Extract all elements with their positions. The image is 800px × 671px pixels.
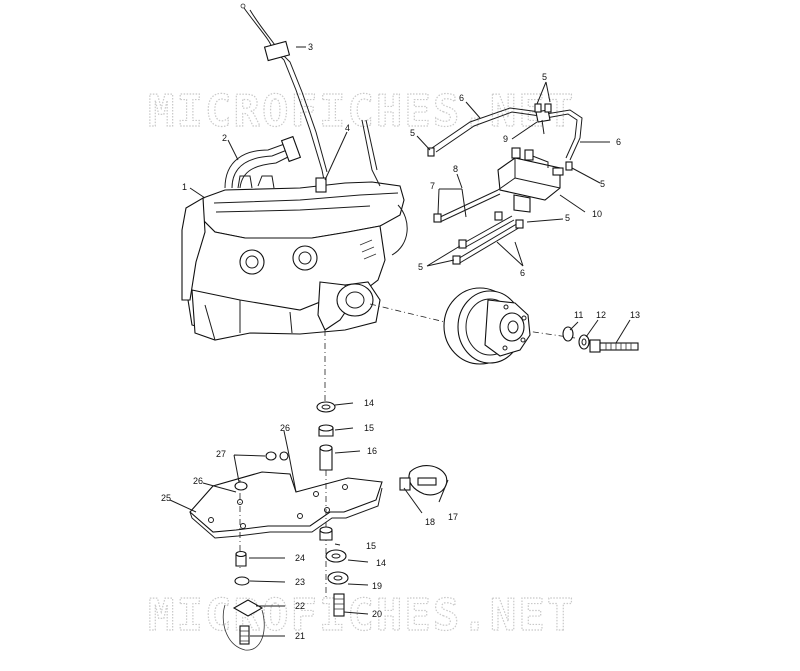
callout-6-right: 6: [616, 137, 621, 147]
callout-3: 3: [308, 42, 313, 52]
callout-27: 27: [216, 449, 226, 459]
washer-12: [578, 334, 590, 350]
callout-10: 10: [592, 209, 602, 219]
fuel-pump: [497, 147, 564, 213]
rubber-mount-14a: [316, 401, 336, 413]
callout-6-bottom: 6: [520, 268, 525, 278]
callout-13: 13: [630, 310, 640, 320]
callout-14-top: 14: [364, 398, 374, 408]
washer-19: [327, 571, 349, 585]
callout-5-mid: 5: [565, 213, 570, 223]
leader-lines: [169, 46, 631, 637]
callout-20: 20: [372, 609, 382, 619]
watermark-top: MICROFICHES.NET: [148, 86, 575, 137]
washer-11: [562, 326, 574, 342]
callout-15-bottom: 15: [366, 541, 376, 551]
callout-12: 12: [596, 310, 606, 320]
callout-14-bottom: 14: [376, 558, 386, 568]
callout-19: 19: [372, 581, 382, 591]
callout-labels: 1 2 3 4 5 6 5 9 6 8 5 7 10 5 5 6 11 12 1…: [161, 42, 640, 641]
callout-7: 7: [430, 181, 435, 191]
callout-25: 25: [161, 493, 171, 503]
callout-9: 9: [503, 134, 508, 144]
callout-2: 2: [222, 133, 227, 143]
drive-clutch: [443, 287, 531, 365]
callout-5-right: 5: [600, 179, 605, 189]
fuel-line-6a: [431, 107, 541, 149]
washer-23: [234, 576, 250, 586]
callout-11: 11: [574, 310, 583, 320]
callout-23: 23: [295, 577, 305, 587]
callout-18: 18: [425, 517, 435, 527]
bolt-21: [239, 625, 250, 645]
centerline-clutch: [369, 303, 446, 323]
callout-5-left: 5: [410, 128, 415, 138]
nut-27: [265, 451, 277, 461]
callout-1: 1: [182, 182, 187, 192]
rubber-mount-14b: [325, 549, 347, 563]
callout-4: 4: [345, 123, 350, 133]
nut-26: [234, 481, 248, 491]
clamp-5a: [427, 147, 435, 157]
bolt-20: [333, 593, 345, 617]
callout-26-top: 26: [280, 423, 290, 433]
bushing-15a: [318, 424, 334, 437]
engine-block: [181, 3, 408, 341]
spacer-18: [399, 477, 411, 491]
washer-26: [279, 451, 289, 461]
bushing-15b: [319, 526, 333, 541]
callout-24: 24: [295, 553, 305, 563]
bolt-13: [589, 339, 639, 353]
callout-22: 22: [295, 601, 305, 611]
callout-17: 17: [448, 512, 458, 522]
callout-16: 16: [367, 446, 377, 456]
callout-8: 8: [453, 164, 458, 174]
spacer-16: [319, 444, 333, 471]
watermark-bottom: MICROFICHES.NET: [148, 590, 575, 641]
callout-6-top: 6: [459, 93, 464, 103]
callout-26-left: 26: [193, 476, 203, 486]
spacer-24: [235, 550, 247, 567]
mount-bracket-25: [189, 471, 383, 539]
callout-5-bottom: 5: [418, 262, 423, 272]
callout-5-top: 5: [542, 72, 547, 82]
plate-22: [232, 599, 264, 617]
callout-15-top: 15: [364, 423, 374, 433]
callout-21: 21: [295, 631, 305, 641]
tee-fitting-9: [535, 109, 551, 123]
